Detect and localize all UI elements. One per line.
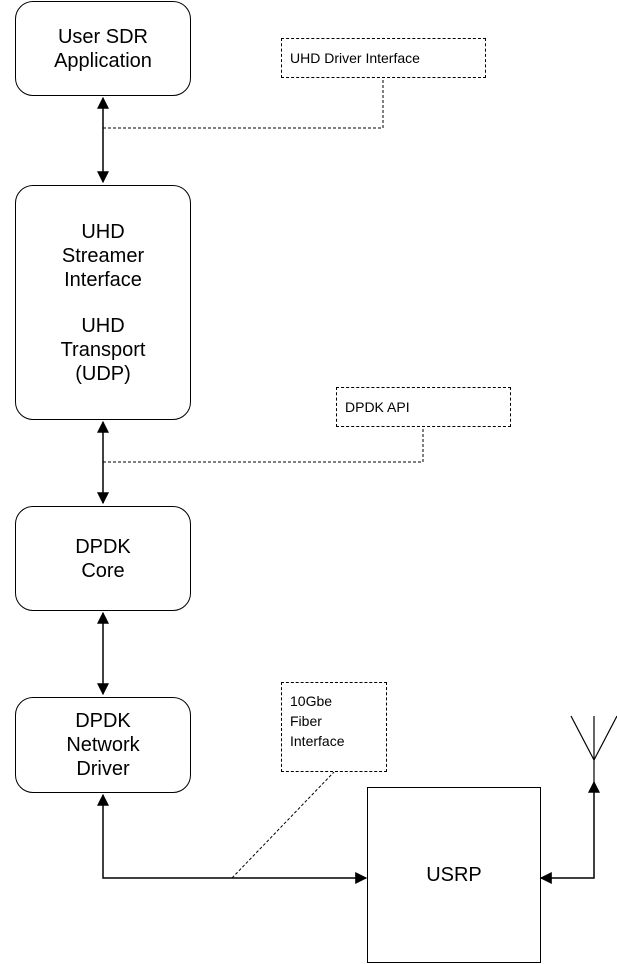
- callout-label-line: 10Gbe: [290, 693, 333, 709]
- block-label-line: (UDP): [75, 362, 131, 385]
- callout-label: UHD Driver Interface: [290, 50, 420, 66]
- leader-fiber-interface: [231, 771, 335, 879]
- block-label-line: Driver: [76, 758, 130, 780]
- block-label-line: UHD: [81, 220, 125, 243]
- block-label: USRP: [426, 864, 482, 886]
- callout-label-line: Fiber: [290, 713, 322, 729]
- block-label-line: DPDK: [75, 710, 131, 732]
- block-label-line: Core: [81, 559, 125, 582]
- dpdk-network-driver-block: DPDK Network Driver: [15, 697, 191, 793]
- block-label-line: Network: [66, 734, 140, 756]
- block-label-line: Interface: [64, 268, 142, 291]
- link-driver-usrp: [97, 793, 368, 884]
- block-label-line: Transport: [60, 338, 146, 361]
- user-sdr-application-block: User SDR Application: [15, 1, 191, 96]
- usrp-block: USRP: [367, 787, 541, 963]
- dpdk-api-callout: DPDK API: [336, 387, 511, 427]
- fiber-interface-callout: 10Gbe Fiber Interface: [281, 682, 387, 772]
- uhd-driver-interface-callout: UHD Driver Interface: [281, 38, 486, 78]
- block-label-line: Application: [54, 49, 152, 72]
- block-label-line: DPDK: [75, 535, 131, 558]
- block-label-line: User SDR: [57, 25, 148, 48]
- leader-uhd-driver-interface: [103, 78, 384, 129]
- callout-label-line: Interface: [290, 733, 345, 749]
- antenna-icon: [570, 715, 617, 782]
- block-label-line: UHD: [81, 314, 125, 337]
- leader-dpdk-api: [103, 427, 424, 463]
- uhd-block: UHD Streamer Interface UHD Transport (UD…: [15, 185, 191, 420]
- block-label-line: Streamer: [61, 244, 145, 267]
- dpdk-core-block: DPDK Core: [15, 506, 191, 611]
- callout-label: DPDK API: [345, 399, 410, 415]
- link-usrp-antenna: [539, 780, 600, 884]
